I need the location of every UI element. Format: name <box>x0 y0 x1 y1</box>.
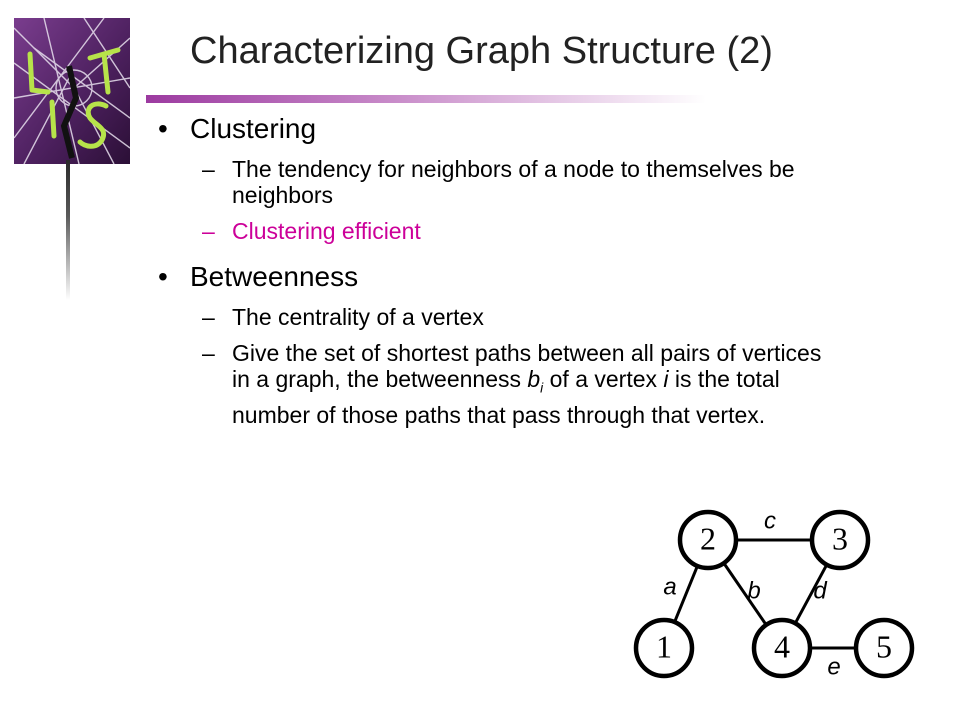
graph-node-label: 3 <box>832 520 848 556</box>
graph-edge-d <box>793 563 829 625</box>
graph-diagram: a b c d e 1 2 3 4 5 <box>633 507 915 680</box>
graph-edge-label: c <box>764 507 776 534</box>
sub-bullet-text: The centrality of a vertex <box>232 304 484 330</box>
sub-bullet-text: i <box>663 366 669 392</box>
graph-node-1 <box>633 617 695 679</box>
graph-edge-label: a <box>663 573 676 600</box>
sub-bullet: –Give the set of shortest paths between … <box>158 340 838 428</box>
graph-edge-label: b <box>747 577 760 604</box>
slide-title: Characterizing Graph Structure (2) <box>190 30 773 72</box>
graph-edge-a <box>673 565 699 623</box>
sub-bullet-dash: – <box>202 340 215 366</box>
sub-bullet-dash: – <box>202 304 215 330</box>
sub-bullet-text: is the total number of those paths that … <box>232 366 780 428</box>
graph-edge-label: d <box>813 577 827 604</box>
sub-bullet-dash: – <box>202 156 215 182</box>
sub-bullet-text: Clustering efficient <box>232 218 421 244</box>
sub-bullet: –Clustering efficient <box>158 218 838 244</box>
title-underline <box>146 95 706 103</box>
slide-content: •Clustering–The tendency for neighbors o… <box>158 112 838 438</box>
bullet-heading-text: Clustering <box>190 113 317 144</box>
bullet-dot: • <box>158 113 168 144</box>
bullet-heading: • Clustering <box>158 112 838 146</box>
graph-node-label: 2 <box>700 520 716 556</box>
graph-node-2 <box>677 509 739 571</box>
lts-lab-logo-icon <box>14 18 130 164</box>
graph-node-4 <box>751 617 813 679</box>
sub-bullet: –The tendency for neighbors of a node to… <box>158 156 838 208</box>
graph-node-label: 5 <box>876 628 892 664</box>
sub-bullet-dash: – <box>202 218 215 244</box>
sub-bullet-text: Give the set of shortest paths between a… <box>232 340 822 392</box>
graph-node-3 <box>809 509 871 571</box>
logo-divider-line <box>66 160 70 300</box>
graph-node-label: 4 <box>774 628 790 664</box>
bullet-heading-text: Betweenness <box>190 261 359 292</box>
sub-bullet-text: i <box>540 380 544 396</box>
graph-edge-label: e <box>827 653 840 680</box>
sub-bullet: –The centrality of a vertex <box>158 304 838 330</box>
graph-edge-b <box>722 562 768 626</box>
sub-bullet-text: b <box>527 366 541 392</box>
graph-node-label: 1 <box>656 628 672 664</box>
sub-bullet-text: of a vertex <box>543 366 664 392</box>
bullet-dot: • <box>158 261 168 292</box>
sub-bullet-text: The tendency for neighbors of a node to … <box>232 156 795 208</box>
bullet-heading: • Betweenness <box>158 260 838 294</box>
graph-node-5 <box>853 617 915 679</box>
